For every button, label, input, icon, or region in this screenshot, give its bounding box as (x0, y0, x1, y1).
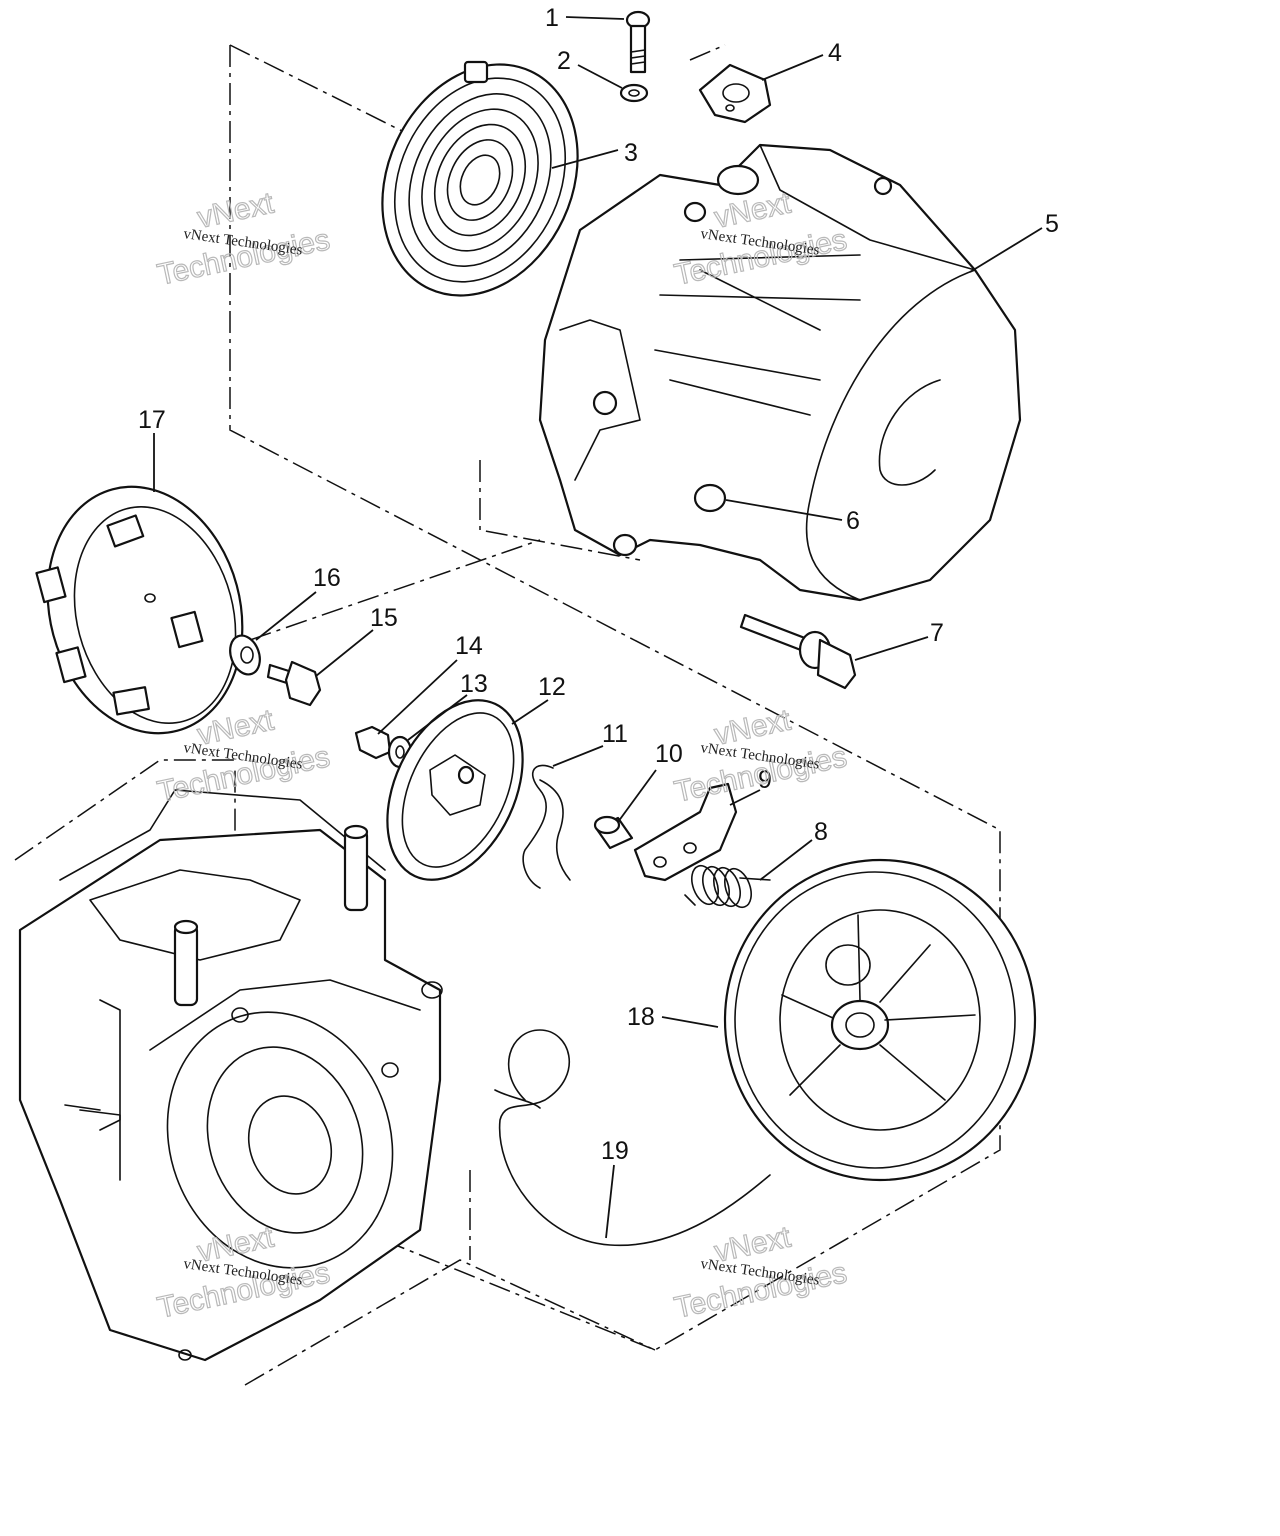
callout-10: 10 (655, 740, 683, 768)
watermark-line1: vNext (195, 186, 278, 234)
part-ratchet-pawl (633, 782, 738, 882)
part-washer-16 (229, 634, 261, 676)
callout-3: 3 (624, 139, 638, 167)
callout-17: 17 (138, 406, 166, 434)
part-spring-clip (522, 764, 571, 889)
callout-14: 14 (455, 632, 483, 660)
part-nut (354, 725, 392, 760)
callout-16: 16 (313, 564, 341, 592)
callout-6: 6 (846, 507, 860, 535)
callout-2: 2 (557, 47, 571, 75)
part-bolt-15 (266, 660, 322, 707)
callout-8: 8 (814, 818, 828, 846)
callout-11: 11 (602, 720, 628, 748)
part-flange-bolt (739, 613, 857, 690)
part-recoil-reel (723, 858, 1037, 1182)
part-washer (619, 83, 649, 103)
part-bolt (625, 10, 651, 74)
callout-12: 12 (538, 673, 566, 701)
part-collar (593, 815, 634, 850)
part-crankcase (18, 789, 443, 1362)
part-guide-plate (698, 63, 772, 124)
callout-9: 9 (758, 766, 772, 794)
part-plug (693, 483, 727, 513)
part-recoil-spring (381, 60, 579, 297)
callout-15: 15 (370, 604, 398, 632)
part-friction-plate (386, 699, 524, 881)
callout-13: 13 (460, 670, 488, 698)
callout-18: 18 (627, 1003, 655, 1031)
part-recoil-housing (538, 143, 1022, 602)
callout-4: 4 (828, 39, 842, 67)
watermark-bottom-right: vNext Technologies vNext Technologies (671, 1220, 850, 1326)
part-pulley-cup (35, 485, 244, 735)
callout-1: 1 (545, 4, 559, 32)
callout-labels: 1 2 3 4 5 6 7 8 9 10 11 12 13 14 15 16 1… (138, 4, 1059, 1165)
watermark-top-left: vNext Technologies vNext Technologies (154, 186, 333, 293)
part-starter-rope (494, 1029, 771, 1247)
leader-lines (153, 16, 1043, 1239)
callout-7: 7 (930, 619, 944, 647)
callout-5: 5 (1045, 210, 1059, 238)
part-coil-spring (684, 864, 771, 909)
callout-19: 19 (601, 1137, 629, 1165)
